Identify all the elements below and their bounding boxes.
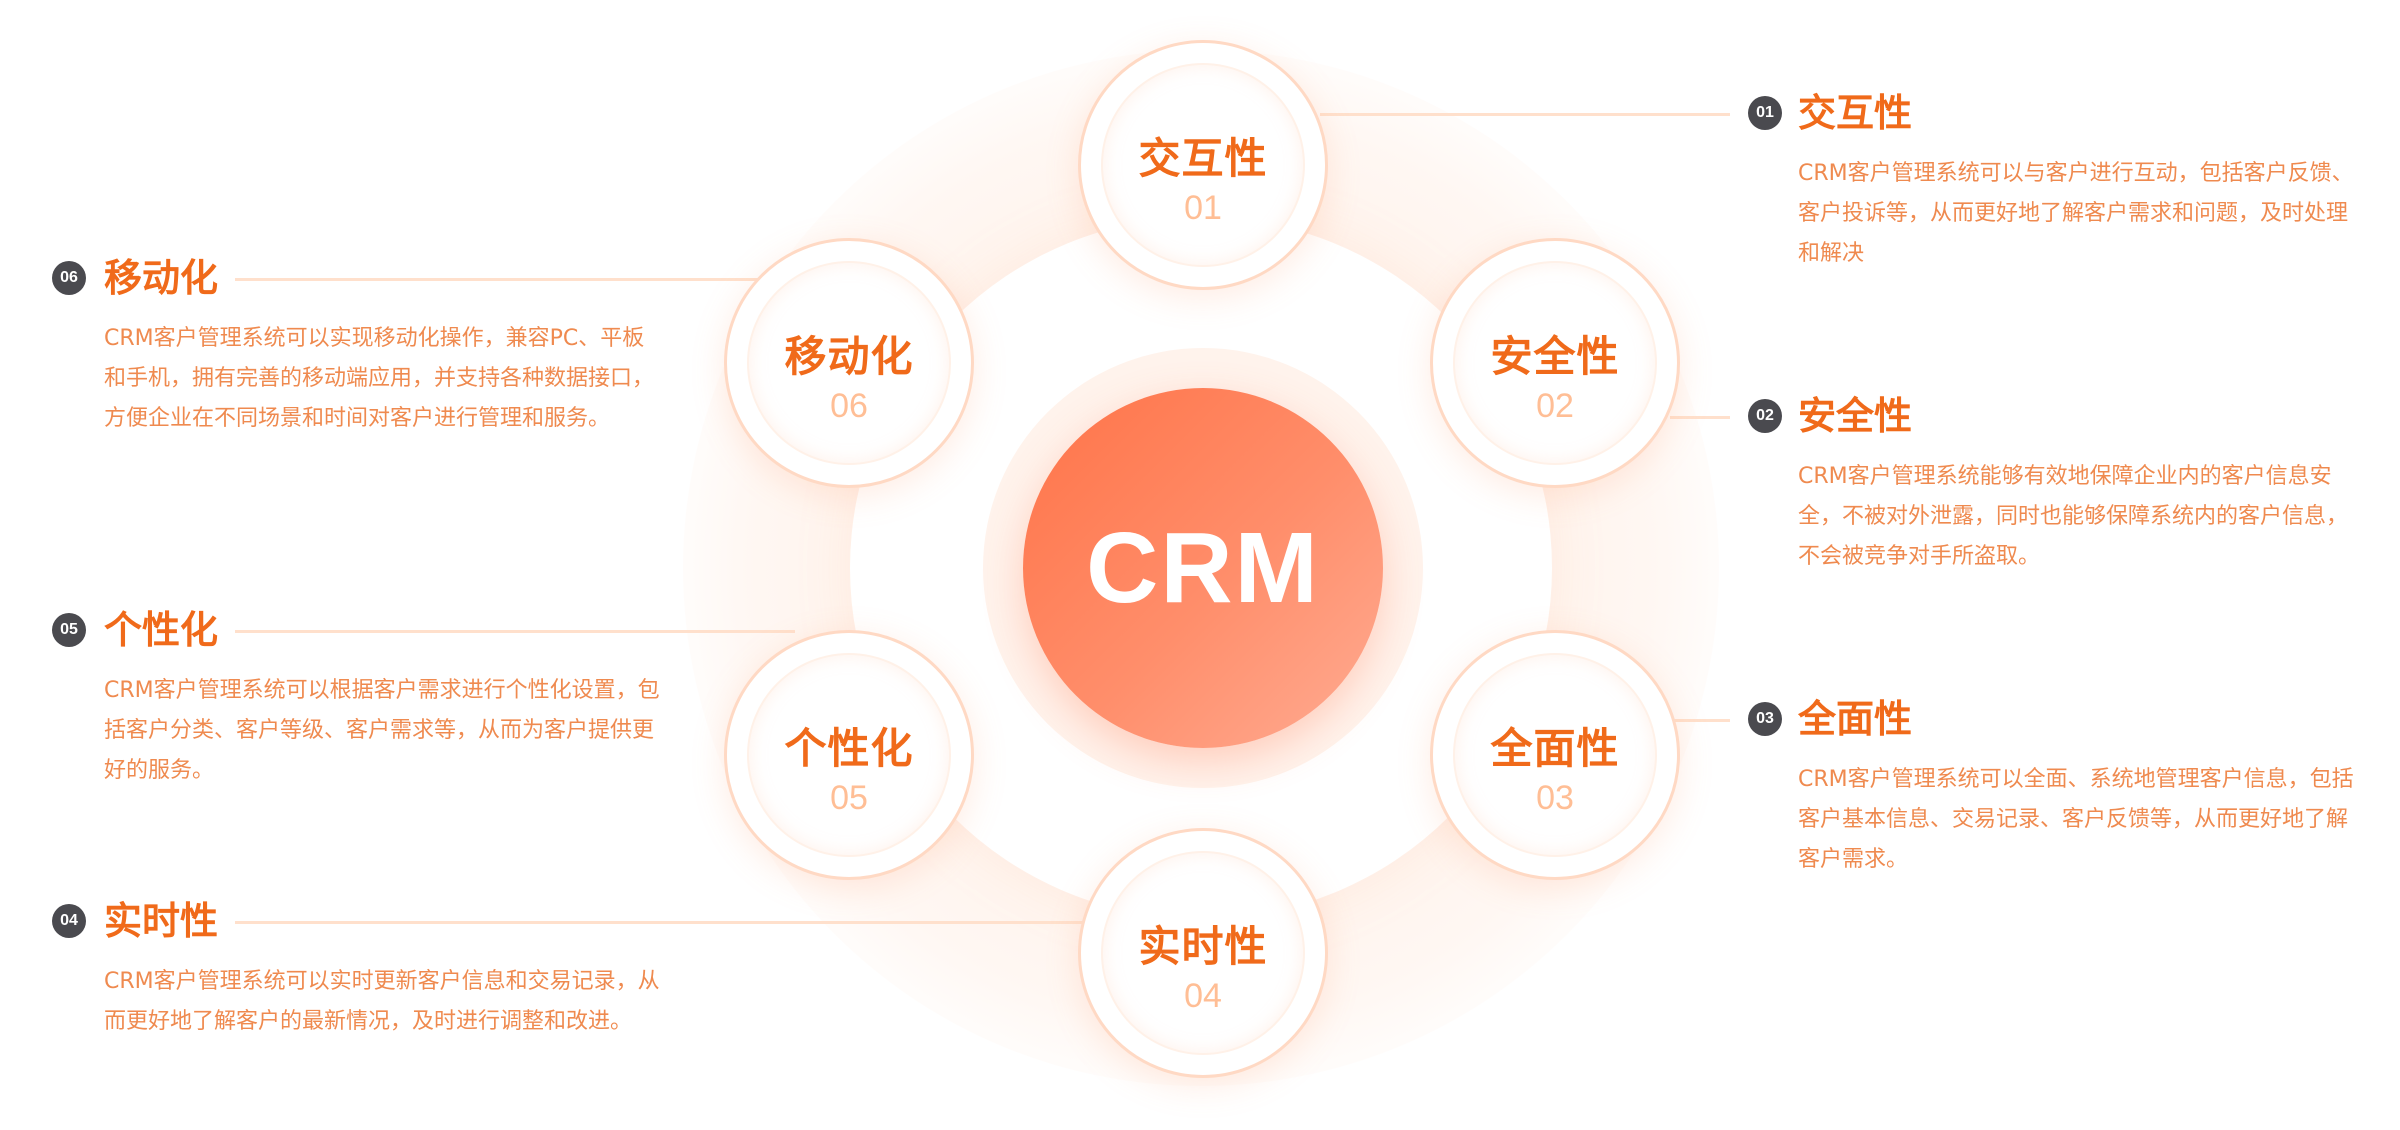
node-05: 个性化 05 <box>724 630 974 880</box>
node-label: 全面性 <box>1490 724 1620 773</box>
feature-title: 移动化 <box>104 256 219 300</box>
node-label: 移动化 <box>784 332 914 381</box>
feature-description: CRM客户管理系统能够有效地保障企业内的客户信息安全，不被对外泄露，同时也能够保… <box>1798 464 2349 569</box>
node-01: 交互性 01 <box>1078 40 1328 290</box>
number-badge: 03 <box>1748 702 1782 736</box>
number-badge: 06 <box>52 261 86 295</box>
connector-line-06 <box>235 278 765 281</box>
node-ring <box>1455 263 1655 463</box>
node-number: 03 <box>1536 779 1574 817</box>
feature-description: CRM客户管理系统可以实时更新客户信息和交易记录，从而更好地了解客户的最新情况，… <box>104 969 660 1034</box>
node-ring <box>1455 655 1655 855</box>
feature-description: CRM客户管理系统可以全面、系统地管理客户信息，包括客户基本信息、交易记录、客户… <box>1798 767 2354 872</box>
node-label: 交互性 <box>1138 134 1268 183</box>
number-badge: 04 <box>52 904 86 938</box>
connector-line-02 <box>1670 416 1730 419</box>
node-number: 01 <box>1184 189 1222 227</box>
node-02: 安全性 02 <box>1430 238 1680 488</box>
node-06: 移动化 06 <box>724 238 974 488</box>
number-badge: 01 <box>1748 96 1782 130</box>
node-03: 全面性 03 <box>1430 630 1680 880</box>
feature-title: 实时性 <box>104 899 219 943</box>
feature-title: 安全性 <box>1798 394 1913 438</box>
feature-description: CRM客户管理系统可以实现移动化操作，兼容PC、平板和手机，拥有完善的移动端应用… <box>104 326 655 431</box>
node-ring <box>1103 65 1303 265</box>
number-badge: 02 <box>1748 399 1782 433</box>
node-number: 02 <box>1536 387 1574 425</box>
connector-line-01 <box>1320 113 1730 116</box>
node-label: 安全性 <box>1490 332 1620 381</box>
node-number: 05 <box>830 779 868 817</box>
node-ring <box>749 655 949 855</box>
connector-line-03 <box>1670 719 1730 722</box>
node-label: 实时性 <box>1138 922 1268 971</box>
feature-title: 个性化 <box>104 608 219 652</box>
feature-description: CRM客户管理系统可以与客户进行互动，包括客户反馈、客户投诉等，从而更好地了解客… <box>1798 161 2354 266</box>
node-number: 04 <box>1184 977 1222 1015</box>
node-ring <box>1103 853 1303 1053</box>
connector-line-04 <box>235 921 1085 924</box>
node-ring <box>749 263 949 463</box>
connector-line-05 <box>235 630 795 633</box>
node-04: 实时性 04 <box>1078 828 1328 1078</box>
crm-core-circle: CRM <box>1023 388 1383 748</box>
node-number: 06 <box>830 387 868 425</box>
feature-description: CRM客户管理系统可以根据客户需求进行个性化设置，包括客户分类、客户等级、客户需… <box>104 678 660 783</box>
crm-core-label: CRM <box>1086 511 1320 624</box>
feature-title: 全面性 <box>1798 697 1913 741</box>
node-label: 个性化 <box>784 724 914 773</box>
feature-title: 交互性 <box>1798 91 1913 135</box>
number-badge: 05 <box>52 613 86 647</box>
